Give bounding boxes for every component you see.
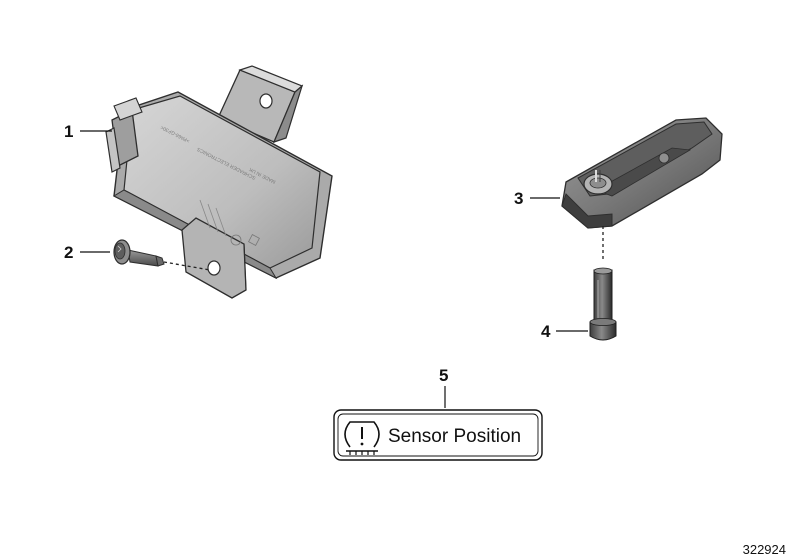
callout-5: 5 bbox=[439, 366, 448, 385]
control-unit-part: MADE IN UK SCHRADER ELECTRONICS >PA66-GF… bbox=[105, 65, 333, 299]
diagram-reference-number: 322924 bbox=[743, 542, 786, 557]
sensor-position-label: Sensor Position bbox=[333, 409, 543, 461]
screw-part bbox=[113, 239, 165, 267]
screw-alignment-line bbox=[163, 261, 211, 271]
callout-1: 1 bbox=[64, 122, 73, 141]
callout-2: 2 bbox=[64, 243, 73, 262]
valve-bolt-part bbox=[589, 267, 617, 341]
sensor-part bbox=[561, 117, 723, 229]
sensor-position-text: Sensor Position bbox=[388, 426, 521, 447]
callout-3: 3 bbox=[514, 189, 523, 208]
tpms-warning-icon bbox=[344, 421, 380, 455]
callout-4: 4 bbox=[541, 322, 551, 341]
